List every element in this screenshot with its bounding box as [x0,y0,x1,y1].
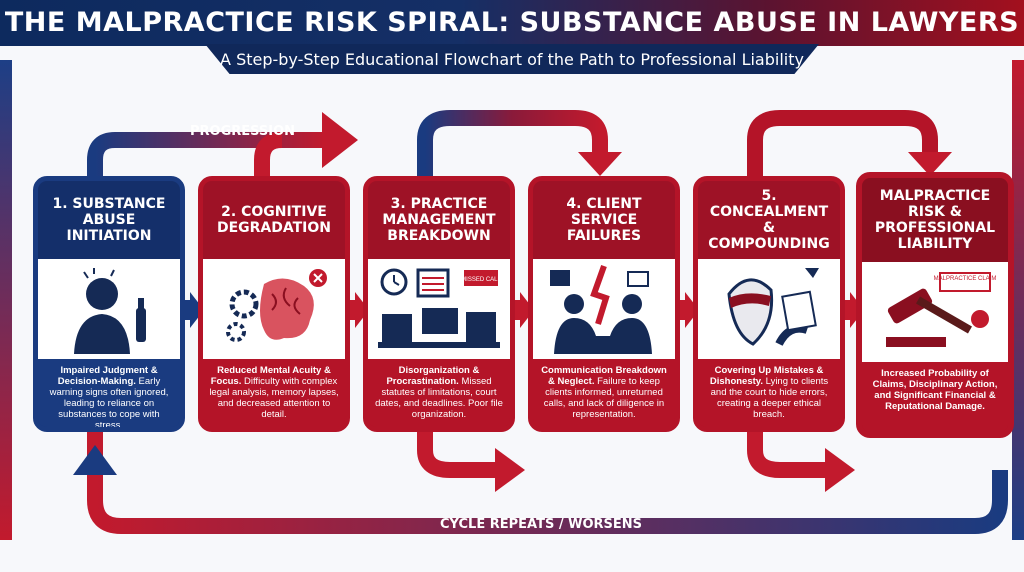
step-description: Disorganization & Procrastination. Misse… [368,359,510,427]
cycle-label: CYCLE REPEATS / WORSENS [440,517,642,532]
page-subtitle: A Step-by-Step Educational Flowchart of … [220,50,804,69]
bottom-cycle-arrowhead [73,445,117,475]
arc-3-4-arrow [417,110,608,182]
step-description: Increased Probability of Claims, Discipl… [862,362,1008,432]
gavel-icon: MALPRACTICE CLAIM [862,262,1008,362]
page-title: THE MALPRACTICE RISK SPIRAL: SUBSTANCE A… [4,7,1020,38]
arc-2 [254,132,283,185]
step-card-6: MALPRACTICE RISK & PROFESSIONAL LIABILIT… [856,172,1014,438]
desc-bold: Covering Up Mistakes & Dishonesty. [709,365,824,387]
step-description: Communication Breakdown & Neglect. Failu… [533,359,675,427]
bottom-cycle-arrow [87,300,1008,534]
step-card-5: 5. CONCEALMENT & COMPOUNDING Covering Up… [693,176,845,432]
desc-text: Failure to keep clients informed, unretu… [543,376,665,420]
arc-5-6-arrow [747,110,938,182]
desc-text: Missed statutes of limitations, court da… [375,376,503,420]
top-progression-arrow [87,132,325,185]
drop-5-arrow [747,430,830,478]
progression-label: PROGRESSION [190,124,296,139]
desc-bold: Communication Breakdown & Neglect. [541,365,667,387]
desc-text: Increased Probability of Claims, Discipl… [872,368,998,412]
right-side-stripe [1012,60,1024,540]
masked-face-icon [698,259,840,359]
arc-3-4-arrowhead [578,152,622,176]
step-heading: 5. CONCEALMENT & COMPOUNDING [698,181,840,259]
drop-5-arrowhead [825,448,855,492]
step-heading: 2. COGNITIVE DEGRADATION [203,181,345,259]
step-card-3: 3. PRACTICE MANAGEMENT BREAKDOWN MISSED … [363,176,515,432]
desc-text: Lying to clients and the court to hide e… [710,376,829,420]
malpractice-claim-badge: MALPRACTICE CLAIM [934,276,997,282]
desc-text: Early warning signs often ignored, leadi… [49,376,169,431]
step-card-1: 1. SUBSTANCE ABUSE INITIATION Impaired J… [33,176,185,432]
desc-bold: Impaired Judgment & Decision-Making. [57,365,158,387]
drop-3-arrowhead [495,448,525,492]
cluttered-desk-icon: MISSED CALL [368,259,510,359]
step-description: Covering Up Mistakes & Dishonesty. Lying… [698,359,840,427]
top-progression-arrowhead [322,112,358,168]
step-description: Impaired Judgment & Decision-Making. Ear… [38,359,180,431]
desc-bold: Disorganization & Procrastination. [386,365,480,387]
step-heading: 4. CLIENT SERVICE FAILURES [533,181,675,259]
title-band [0,0,1024,46]
step-heading: MALPRACTICE RISK & PROFESSIONAL LIABILIT… [862,178,1008,262]
desc-text: Difficulty with complex legal analysis, … [209,376,339,420]
step-heading: 3. PRACTICE MANAGEMENT BREAKDOWN [368,181,510,259]
left-side-stripe [0,60,12,540]
broken-handshake-icon [533,259,675,359]
desc-bold: Reduced Mental Acuity & Focus. [210,365,331,387]
step-heading: 1. SUBSTANCE ABUSE INITIATION [38,181,180,259]
drop-3-arrow [417,430,500,478]
person-with-bottle-icon [38,259,180,359]
step-card-2: 2. COGNITIVE DEGRADATION Reduced Mental … [198,176,350,432]
brain-gears-icon [203,259,345,359]
step-card-4: 4. CLIENT SERVICE FAILURES Communication… [528,176,680,432]
arc-5-6-arrowhead [908,152,952,176]
missed-call-badge: MISSED CALL [461,277,501,283]
subtitle-banner [205,44,819,74]
step-description: Reduced Mental Acuity & Focus. Difficult… [203,359,345,427]
